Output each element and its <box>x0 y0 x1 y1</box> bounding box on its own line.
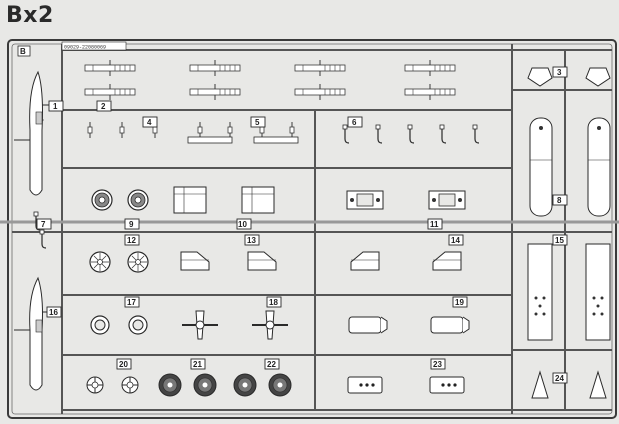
part-number: 21 <box>193 360 202 369</box>
row-hubs <box>86 373 465 397</box>
row-pins <box>87 121 480 144</box>
row-wheels-2 <box>89 251 462 273</box>
part-number: 3 <box>557 68 562 77</box>
part-16-fuel-tank <box>14 276 50 391</box>
part-number: 4 <box>147 118 152 127</box>
part-number: 2 <box>101 102 106 111</box>
part-number: 18 <box>269 298 278 307</box>
part-number: 10 <box>238 220 247 229</box>
part-number: 24 <box>555 374 564 383</box>
part-number: 1 <box>53 102 58 111</box>
part-number: 23 <box>433 360 442 369</box>
sprue-runners <box>12 44 612 414</box>
right-column-parts <box>527 67 611 399</box>
frame-letter: B <box>20 47 26 56</box>
part-number: 11 <box>430 220 439 229</box>
part-number-tags: 1 2 3 4 5 6 7 8 9 10 11 12 13 14 15 16 1… <box>36 66 568 384</box>
part-number: 15 <box>555 236 564 245</box>
part-number: 9 <box>129 220 134 229</box>
frame-code: 09029-22080069 <box>64 45 106 51</box>
part-number: 7 <box>41 220 46 229</box>
row-props <box>90 310 470 340</box>
part-number: 13 <box>247 236 256 245</box>
row-strips-top <box>84 59 456 101</box>
part-number: 17 <box>127 298 136 307</box>
part-number: 19 <box>455 298 464 307</box>
part-number: 22 <box>267 360 276 369</box>
part-number: 14 <box>451 236 460 245</box>
part-number: 12 <box>127 236 136 245</box>
sprue-outer-frame <box>7 39 617 419</box>
part-number: 6 <box>352 118 357 127</box>
part-number: 5 <box>255 118 260 127</box>
part-number: 8 <box>557 196 562 205</box>
page-title: Bx2 <box>6 3 54 28</box>
part-number: 16 <box>49 308 58 317</box>
row-wheels-1 <box>91 186 466 214</box>
part-number: 20 <box>119 360 128 369</box>
part-1-fuel-tank <box>14 70 50 196</box>
